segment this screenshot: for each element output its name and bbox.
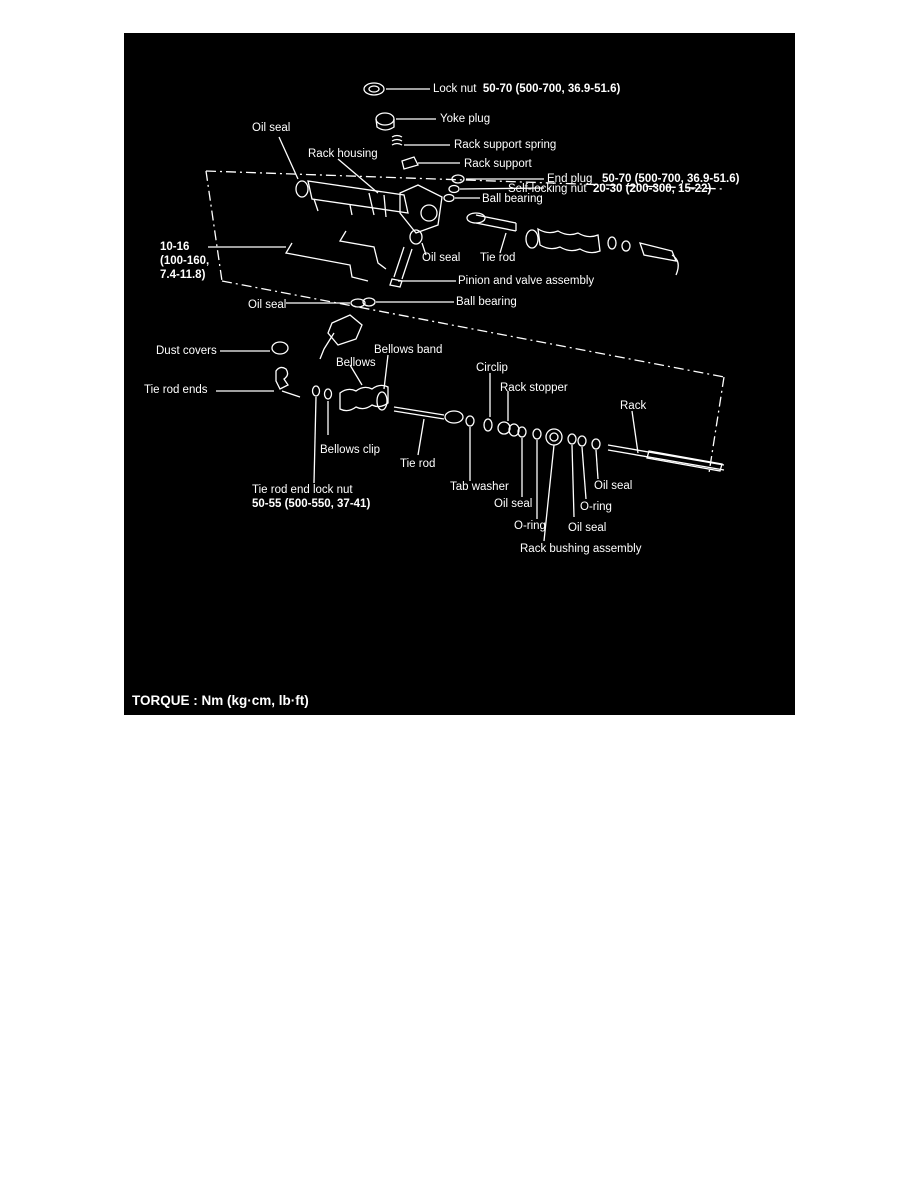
bellows-lower-part bbox=[339, 384, 389, 412]
label-oil-seal-r2: Oil seal bbox=[568, 522, 607, 534]
label-tab-washer: Tab washer bbox=[450, 481, 509, 493]
oil-seal-r3-part bbox=[591, 438, 601, 450]
label-oring-1: O-ring bbox=[514, 520, 546, 532]
self-locking-nut-part bbox=[448, 184, 460, 194]
leader-oil-seal-r3 bbox=[595, 449, 599, 480]
label-end-plug-torque: 50-70 (500-700, 36.9-51.6) bbox=[602, 173, 740, 185]
exploded-view-drawing bbox=[205, 82, 725, 542]
label-rack: Rack bbox=[620, 400, 647, 412]
yoke-plug-part bbox=[375, 112, 395, 131]
label-tie-rod-end-lock-nut-torque: 50-55 (500-550, 37-41) bbox=[252, 498, 371, 510]
label-rack-support-spring: Rack support spring bbox=[454, 139, 557, 151]
label-tie-rod-upper: Tie rod bbox=[480, 252, 516, 264]
pinion-valve-part bbox=[389, 229, 423, 288]
leader-tie-rod-lower bbox=[417, 418, 425, 456]
label-self-locking-nut-name: Self-locking nut bbox=[508, 183, 587, 195]
leader-rack-bushing bbox=[543, 444, 555, 542]
label-pipe-torque: 10-16 (100-160, 7.4-11.8) bbox=[160, 241, 210, 281]
leader-oil-seal-r2 bbox=[571, 444, 575, 518]
label-rack-housing: Rack housing bbox=[308, 148, 378, 160]
label-oil-seal-mid: Oil seal bbox=[248, 299, 287, 311]
bellows-upper-part bbox=[525, 227, 601, 254]
valve-body-part bbox=[319, 314, 363, 360]
label-bellows-clip: Bellows clip bbox=[320, 444, 381, 456]
rack-support-spring-part bbox=[391, 134, 403, 146]
label-dust-covers: Dust covers bbox=[156, 345, 217, 357]
tie-rod-upper-part bbox=[466, 212, 517, 232]
bellows-clip-lower bbox=[323, 388, 333, 400]
label-oil-seal-pinion: Oil seal bbox=[422, 252, 461, 264]
leader-rack bbox=[631, 410, 639, 454]
label-tie-rod-ends: Tie rod ends bbox=[144, 384, 208, 396]
label-oil-seal-r1: Oil seal bbox=[494, 498, 533, 510]
label-bellows: Bellows bbox=[336, 357, 376, 369]
circlip-part bbox=[483, 418, 493, 432]
rack-bushing-part bbox=[545, 428, 563, 446]
label-rack-bushing: Rack bushing assembly bbox=[520, 543, 642, 555]
label-tie-rod-end-lock-nut: Tie rod end lock nut 50-55 (500-550, 37-… bbox=[252, 483, 370, 511]
diagram-panel: Lock nut 50-70 (500-700, 36.9-51.6) Yoke… bbox=[124, 33, 795, 715]
rack-part bbox=[607, 444, 725, 472]
label-lock-nut: Lock nut 50-70 (500-700, 36.9-51.6) bbox=[433, 82, 620, 96]
boundary-right bbox=[708, 376, 725, 474]
oil-seal-r2-part bbox=[567, 433, 577, 445]
label-ball-bearing-mid: Ball bearing bbox=[456, 296, 517, 308]
boundary-middle bbox=[221, 280, 725, 378]
tie-rod-lower-part bbox=[393, 406, 464, 424]
torque-units-footer: TORQUE : Nm (kg·cm, lb·ft) bbox=[132, 693, 309, 708]
label-tie-rod-end-lock-nut-name: Tie rod end lock nut bbox=[252, 484, 353, 496]
label-oil-seal-left: Oil seal bbox=[252, 122, 291, 134]
oil-seal-mid-part bbox=[350, 298, 366, 308]
label-pinion-valve: Pinion and valve assembly bbox=[458, 275, 595, 287]
label-end-plug: End plug 50-70 (500-700, 36.9-51.6) bbox=[547, 172, 739, 186]
leader-bellows bbox=[349, 364, 363, 386]
leader-oring-2 bbox=[581, 446, 587, 500]
leader-bellows-band bbox=[383, 354, 389, 390]
label-rack-support: Rack support bbox=[464, 158, 532, 170]
label-bellows-band: Bellows band bbox=[374, 344, 443, 356]
leader-oil-seal-pinion bbox=[421, 242, 427, 256]
label-self-locking-nut: Self-locking nut 20-30 (200-300, 15-22) bbox=[508, 182, 711, 196]
bellows-clip-upper bbox=[607, 236, 617, 250]
leader-oil-seal-left bbox=[278, 136, 299, 180]
label-tie-rod-lower: Tie rod bbox=[400, 458, 436, 470]
oring-2-part bbox=[577, 435, 587, 447]
boundary-top bbox=[205, 170, 725, 190]
leader-tie-rod-end-lock-nut bbox=[313, 396, 317, 484]
label-lock-nut-name: Lock nut bbox=[433, 83, 477, 95]
boundary-left bbox=[205, 170, 223, 282]
label-end-plug-name: End plug bbox=[547, 173, 593, 185]
tab-washer-part bbox=[465, 415, 475, 427]
leader-rack-housing bbox=[337, 158, 379, 194]
dust-cover-part bbox=[271, 341, 289, 355]
pipe-part bbox=[284, 230, 387, 282]
oil-seal-r1-part bbox=[517, 426, 527, 438]
label-yoke-plug: Yoke plug bbox=[440, 113, 491, 125]
lock-nut-lower bbox=[311, 385, 321, 397]
label-oring-2: O-ring bbox=[580, 501, 612, 513]
label-oil-seal-r3: Oil seal bbox=[594, 480, 633, 492]
label-self-locking-nut-torque: 20-30 (200-300, 15-22) bbox=[593, 183, 712, 195]
label-rack-stopper: Rack stopper bbox=[500, 382, 568, 394]
rack-housing-part bbox=[295, 180, 443, 234]
lock-nut-upper bbox=[621, 240, 631, 252]
oring-1-part bbox=[532, 428, 542, 440]
tie-rod-end-upper bbox=[639, 242, 679, 276]
ball-bearing-upper-part bbox=[443, 193, 455, 203]
label-circlip: Circlip bbox=[476, 362, 508, 374]
lock-nut-part bbox=[363, 82, 385, 96]
end-plug-part bbox=[451, 174, 465, 184]
tie-rod-end-lower bbox=[275, 366, 301, 398]
leader-self-locking bbox=[459, 187, 545, 190]
label-ball-bearing-upper: Ball bearing bbox=[482, 193, 543, 205]
label-lock-nut-torque: 50-70 (500-700, 36.9-51.6) bbox=[482, 83, 621, 95]
rack-stopper-part bbox=[497, 421, 520, 437]
ball-bearing-mid-part bbox=[362, 297, 376, 307]
leader-tie-rod-upper bbox=[499, 232, 507, 254]
rack-support-part bbox=[401, 156, 419, 170]
